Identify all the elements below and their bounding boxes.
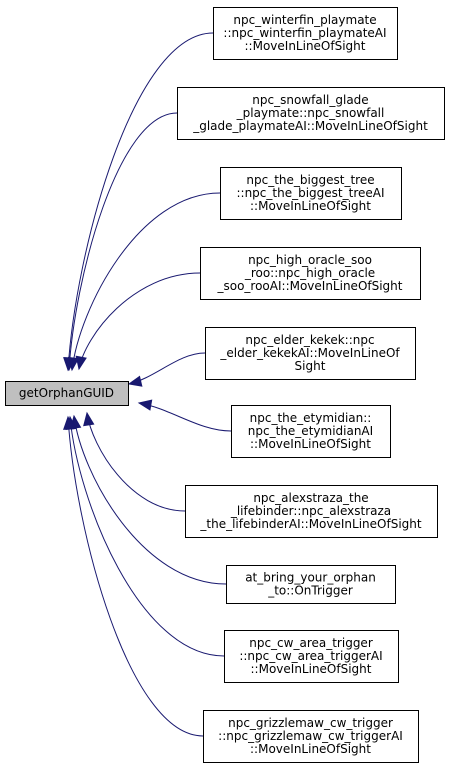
call-edge-6 [86, 412, 186, 512]
caller-node-8-label-line: npc_cw_area_trigger [249, 636, 373, 650]
caller-node-2[interactable]: npc_the_biggest_tree::npc_the_biggest_tr… [220, 167, 402, 220]
caller-node-4-label-line: npc_elder_kekek::npc [245, 333, 374, 347]
caller-node-1-label-line: _playmate::npc_snowfall [236, 106, 385, 120]
caller-node-4-label-line: Sight [295, 359, 326, 373]
call-edge-1 [68, 112, 178, 371]
call-edge-2 [71, 192, 221, 371]
call-edge-7 [73, 415, 227, 585]
caller-node-4-label-line: _elder_kekekAI::MoveInLineOf [219, 346, 400, 360]
edges-layer [63, 32, 232, 737]
caller-node-9-label-line: npc_grizzlemaw_cw_trigger [228, 716, 393, 730]
caller-node-4[interactable]: npc_elder_kekek::npc_elder_kekekAI::Move… [205, 327, 416, 380]
call-edge-0 [67, 32, 214, 371]
caller-node-3-label-line: npc_high_oracle_soo [248, 253, 372, 267]
arrowhead-3 [75, 355, 87, 371]
caller-node-7-box [226, 565, 396, 604]
call-edge-9 [67, 416, 204, 737]
call-edge-5 [138, 402, 232, 432]
caller-node-0-label-line: ::npc_winterfin_playmateAI [223, 26, 386, 40]
caller-node-3[interactable]: npc_high_oracle_soo_roo::npc_high_oracle… [200, 247, 421, 300]
caller-node-4-box [205, 327, 416, 380]
caller-node-0-label-line: ::MoveInLineOfSight [245, 39, 366, 53]
arrowhead-9 [63, 415, 75, 430]
caller-node-2-label-line: ::MoveInLineOfSight [250, 199, 371, 213]
nodes-layer: npc_winterfin_playmate::npc_winterfin_pl… [5, 7, 445, 763]
caller-node-3-box [200, 247, 421, 300]
caller-node-1-box [177, 87, 445, 140]
caller-node-1-label-line: npc_snowfall_glade [252, 93, 368, 107]
caller-node-7-label-line: at_bring_your_orphan [245, 571, 376, 585]
caller-node-6[interactable]: npc_alexstraza_the_lifebinder::npc_alexs… [185, 485, 438, 538]
caller-node-7-label-line: _to::OnTrigger [267, 584, 353, 598]
caller-node-5[interactable]: npc_the_etymidian::npc_the_etymidianAI::… [231, 405, 391, 458]
caller-node-8[interactable]: npc_cw_area_trigger::npc_cw_area_trigger… [224, 630, 399, 683]
caller-node-9-box [203, 710, 419, 763]
call-edge-3 [78, 272, 201, 370]
arrowhead-2 [67, 356, 80, 372]
caller-node-1[interactable]: npc_snowfall_glade_playmate::npc_snowfal… [177, 87, 445, 140]
caller-node-0-label-line: npc_winterfin_playmate [233, 13, 376, 27]
caller-node-8-box [224, 630, 399, 683]
arrowhead-5 [137, 399, 153, 411]
caller-node-6-box [185, 485, 438, 538]
caller-node-6-label-line: _the_lifebinderAI::MoveInLineOfSight [199, 517, 421, 531]
caller-node-7[interactable]: at_bring_your_orphan_to::OnTrigger [226, 565, 396, 604]
root-node-getorphanguid[interactable]: getOrphanGUID [5, 381, 129, 406]
caller-node-5-label-line: ::MoveInLineOfSight [250, 437, 371, 451]
caller-node-2-label-line: ::npc_the_biggest_treeAI [236, 186, 384, 200]
caller-node-3-label-line: _roo::npc_high_oracle [244, 266, 375, 280]
caller-node-8-label-line: ::npc_cw_area_triggerAI [239, 649, 382, 663]
caller-node-0[interactable]: npc_winterfin_playmate::npc_winterfin_pl… [213, 7, 398, 60]
caller-node-9-label-line: ::MoveInLineOfSight [250, 742, 371, 756]
caller-node-6-label-line: _lifebinder::npc_alexstraza [230, 504, 391, 518]
caller-node-6-label-line: npc_alexstraza_the [253, 491, 368, 505]
caller-node-1-label-line: _glade_playmateAI::MoveInLineOfSight [192, 119, 428, 133]
caller-node-9[interactable]: npc_grizzlemaw_cw_trigger::npc_grizzlema… [203, 710, 419, 763]
arrowhead-4 [127, 375, 143, 387]
call-edge-8 [69, 416, 225, 657]
root-node-getorphanguid-label-line: getOrphanGUID [19, 386, 114, 400]
caller-node-8-label-line: ::MoveInLineOfSight [251, 662, 372, 676]
caller-node-9-label-line: ::npc_grizzlemaw_cw_triggerAI [218, 729, 403, 743]
root-node-getorphanguid-box [5, 381, 129, 406]
caller-node-5-label-line: npc_the_etymidianAI [248, 424, 373, 438]
caller-node-3-label-line: _soo_rooAI::MoveInLineOfSight [216, 279, 402, 293]
caller-node-2-box [220, 167, 402, 220]
caller-node-5-box [231, 405, 391, 458]
caller-node-2-label-line: npc_the_biggest_tree [246, 173, 374, 187]
caller-node-0-box [213, 7, 398, 60]
arrowhead-6 [83, 411, 95, 427]
caller-node-5-label-line: npc_the_etymidian:: [250, 411, 372, 425]
